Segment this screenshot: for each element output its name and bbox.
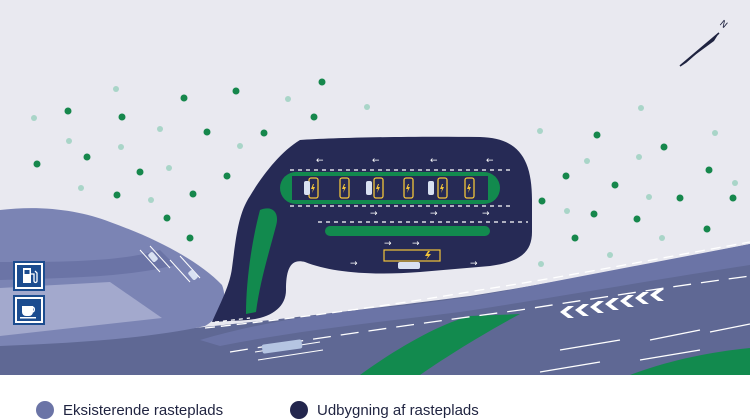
compass-label: N [717,19,729,31]
median-island-green [325,226,490,236]
parking-bay-area [292,176,488,200]
parked-bus-icon [261,339,303,354]
trees-light [31,86,738,267]
existing-parking-marks [139,245,201,283]
legend-swatch-existing [36,401,54,419]
ev-truck-bay [383,249,441,262]
svg-text:←: ← [316,156,324,166]
svg-text:→: → [430,209,438,219]
svg-text:←: ← [372,156,380,166]
ev-charging-icon [311,184,471,193]
highway-lane-lines [204,241,750,373]
direction-arrow-icon: ← ← ← ← → → → → → → → [316,156,494,269]
svg-text:←: ← [430,156,438,166]
trees-dark [33,78,737,242]
compass-north-icon: N [679,19,729,67]
legend-label-existing: Eksisterende rasteplads [63,401,224,419]
highway-verge-green [360,314,520,375]
svg-text:→: → [384,239,392,249]
legend-item-expansion: Udbygning af rasteplads [290,401,479,419]
lane-markings [214,169,528,323]
site-plan: ← ← ← ← → → → → → → → [0,0,750,375]
legend-swatch-expansion [290,401,308,419]
ramp-island-green [246,208,278,314]
svg-text:→: → [470,259,478,269]
exit-ramp [200,244,750,346]
parked-vehicle-icon [398,262,420,269]
coffee-cup-icon [13,295,45,325]
legend: Eksisterende rasteplads Udbygning af ras… [0,398,750,420]
svg-text:→: → [350,259,358,269]
parked-car-icon [148,252,198,280]
highway-verge-green [630,348,750,375]
fuel-pump-icon [13,261,45,291]
svg-text:←: ← [486,156,494,166]
svg-text:→: → [482,209,490,219]
gore-chevrons [560,289,664,318]
ev-charging-icon [425,251,431,260]
svg-text:→: → [412,239,420,249]
legend-label-expansion: Udbygning af rasteplads [317,401,479,419]
svg-text:→: → [370,209,378,219]
parked-car-icon [304,181,434,195]
legend-item-existing: Eksisterende rasteplads [36,401,223,419]
